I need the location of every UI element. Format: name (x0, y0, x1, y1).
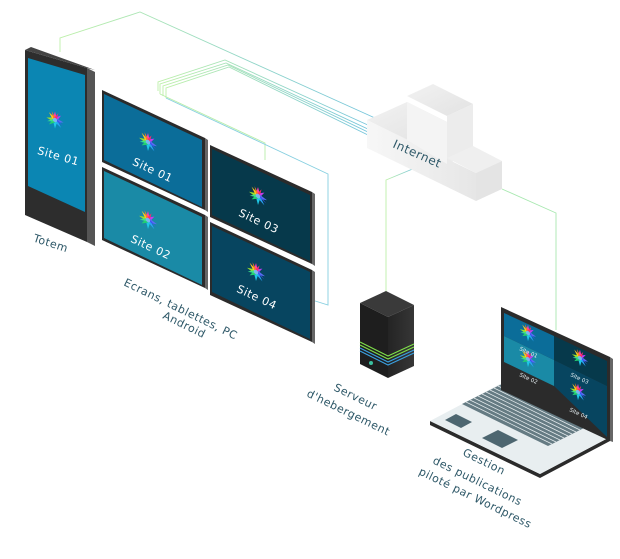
cloud-base-front (367, 120, 476, 201)
screen-site-01[interactable]: Site 01 (102, 90, 208, 212)
screen-04-display (212, 226, 310, 339)
cloud-right-side (476, 161, 502, 201)
laptop-touchpad (482, 430, 518, 448)
screen-site-02[interactable]: Site 02 (102, 167, 208, 290)
totem-device[interactable]: Site 01 Totem (25, 47, 95, 255)
wire-screens-bracket-1 (159, 93, 266, 160)
screen-site-03[interactable]: Site 03 (210, 145, 315, 266)
screens-group: Site 01 Site 02 Site 03 Site 04 Ecrans, … (102, 90, 315, 344)
cloud-mid-front (407, 102, 447, 164)
wire-screens-internet-3 (162, 64, 371, 134)
screen-03-edge (312, 192, 315, 266)
screen-02-edge (205, 215, 208, 290)
wire-screens-internet-4 (165, 66, 371, 137)
totem-label: Totem (31, 231, 70, 255)
wire-internet-laptop (501, 188, 557, 330)
wire-screens-internet-2 (159, 62, 371, 131)
internet-cloud[interactable]: Internet (367, 84, 502, 201)
wire-internet-server (385, 167, 416, 292)
server-left (360, 303, 388, 378)
cloud-block-top (407, 84, 473, 116)
admin-laptop[interactable]: Site 01 Site 02 Site 03 Site 04 Gestion … (417, 307, 613, 531)
server-top (360, 291, 414, 317)
laptop-keyboard (462, 383, 590, 446)
totem-top (25, 47, 95, 70)
screen-site-04[interactable]: Site 04 (210, 222, 315, 344)
server-led-stripes (359, 341, 415, 366)
screen-01-edge (205, 138, 208, 212)
screen-02-display (104, 171, 202, 285)
laptop-base-edge (430, 421, 610, 478)
screen-01-display (104, 94, 202, 207)
screen-04-edge (312, 270, 315, 344)
totem-screen (28, 58, 85, 212)
wire-screens-bracket-2 (165, 97, 329, 306)
server-power-icon (369, 361, 373, 365)
laptop-lid-edge (610, 357, 613, 442)
cloud-right-top (447, 146, 502, 173)
server-right (388, 305, 414, 378)
totem-side (87, 68, 95, 246)
laptop-tile-04 (554, 360, 607, 437)
screen-03-display (212, 149, 310, 261)
laptop-speaker-grille (445, 414, 472, 428)
wire-screens-internet-1 (157, 59, 371, 127)
hosting-server[interactable]: Serveur d'hebergement (305, 291, 415, 439)
connection-lines (59, 11, 557, 330)
wire-totem-internet (59, 11, 376, 119)
